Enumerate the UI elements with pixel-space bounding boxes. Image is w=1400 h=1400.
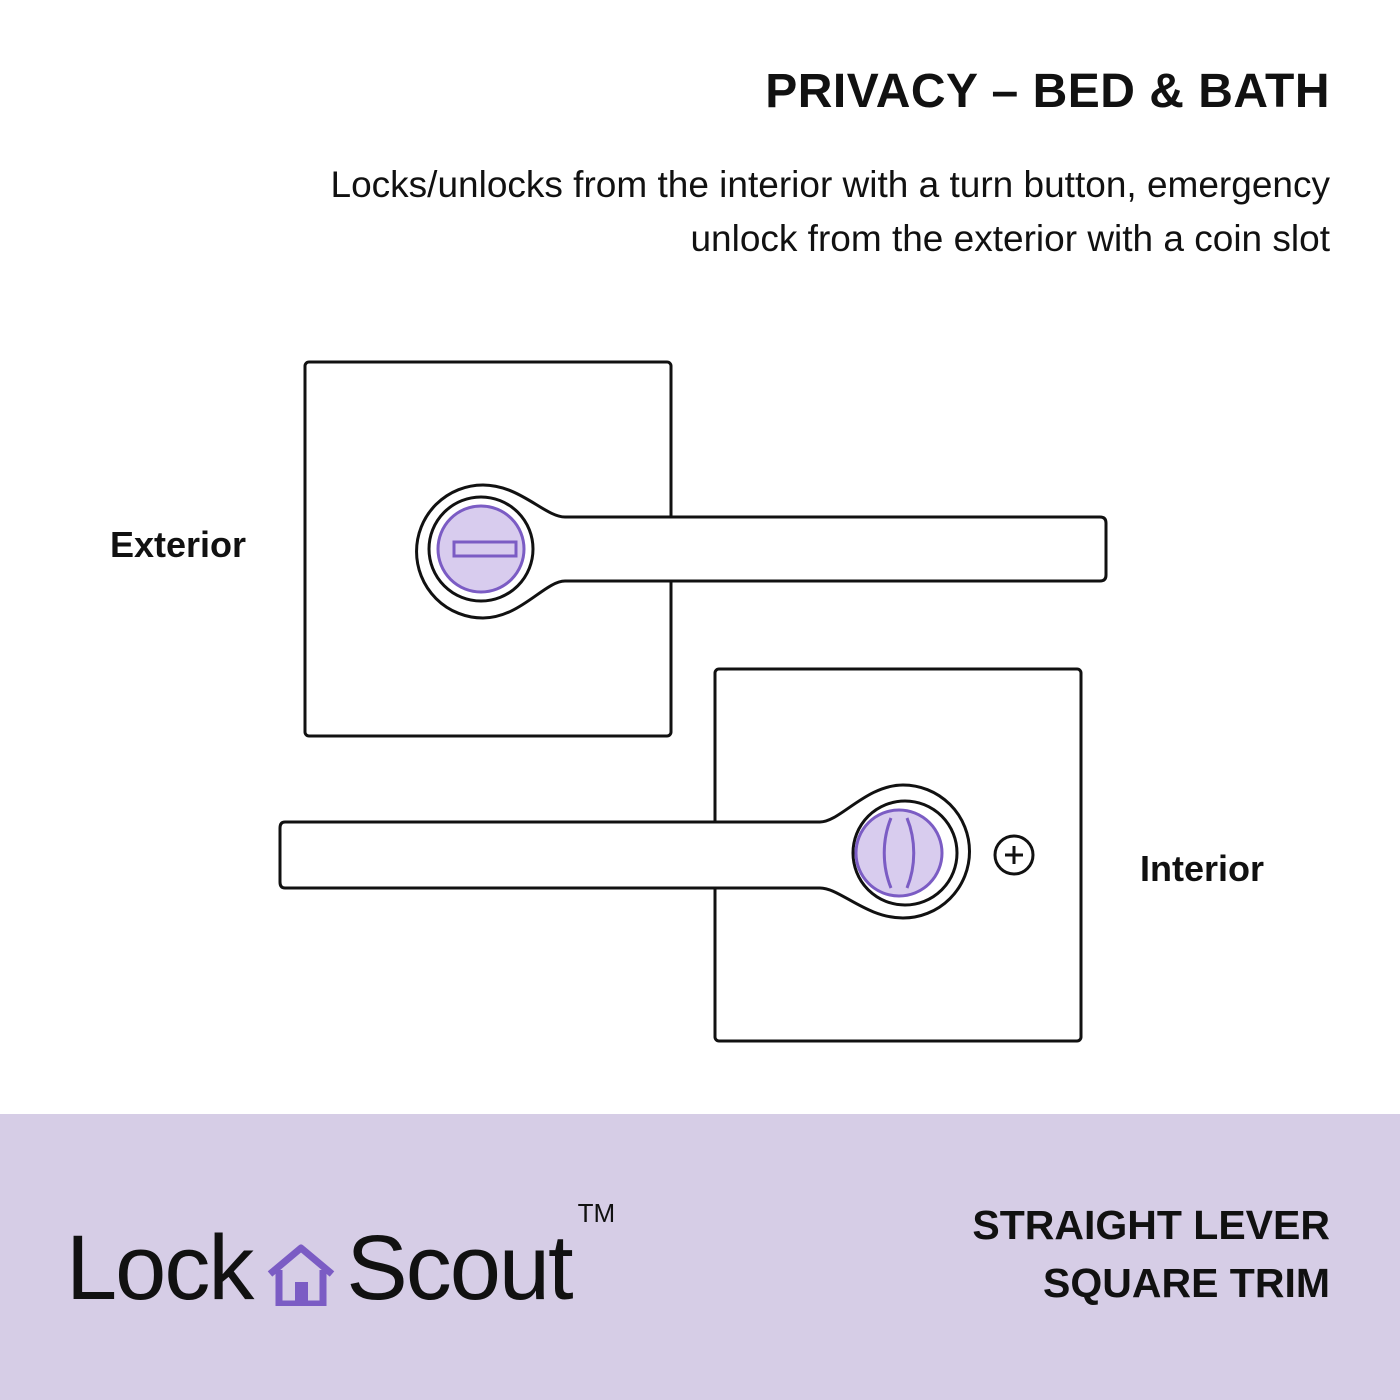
product-description: STRAIGHT LEVER SQUARE TRIM — [972, 1196, 1330, 1312]
interior-lever — [278, 783, 971, 920]
footer-band: Lock Scout TM STRAIGHT LEVER SQUARE TRIM — [0, 1114, 1400, 1400]
logo-word-scout: Scout — [346, 1217, 573, 1319]
turn-button-grip — [882, 817, 916, 889]
turn-button — [854, 808, 944, 898]
lockscout-logo: Lock Scout TM — [66, 1198, 615, 1319]
screw — [993, 834, 1035, 876]
lever-diagram — [278, 360, 1108, 1043]
screw-cross — [1005, 846, 1023, 864]
description: Locks/unlocks from the interior with a t… — [330, 164, 1330, 259]
page-title: PRIVACY – BED & BATH — [765, 65, 1330, 118]
interior-label: Interior — [1140, 848, 1265, 889]
house-icon — [268, 1244, 335, 1306]
exterior-lever — [415, 483, 1108, 620]
product-line-1: STRAIGHT LEVER — [972, 1202, 1330, 1248]
exterior-label: Exterior — [110, 524, 247, 565]
product-line-2: SQUARE TRIM — [1043, 1260, 1330, 1306]
logo-word-lock: Lock — [66, 1217, 254, 1319]
trademark-mark: TM — [577, 1198, 616, 1228]
coin-slot — [452, 540, 518, 558]
